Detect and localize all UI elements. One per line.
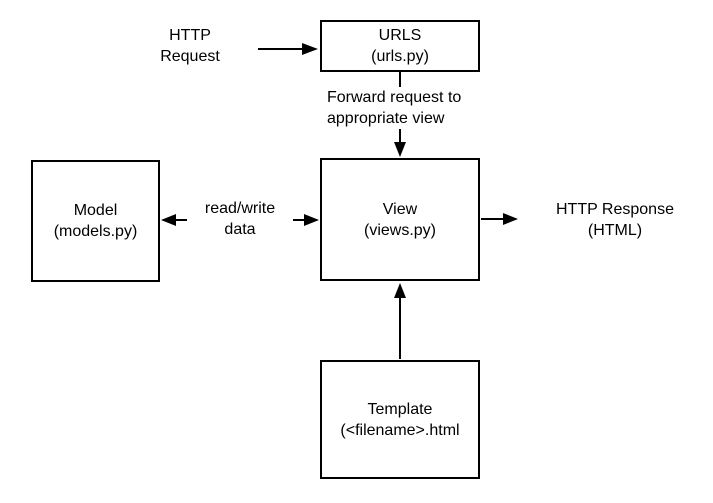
model-box: Model (models.py) xyxy=(31,160,160,282)
arrow-view-to-response xyxy=(481,213,518,225)
http-response-label-line1: HTTP Response xyxy=(556,201,674,218)
forward-request-label-line2: appropriate view xyxy=(327,110,445,127)
read-write-data-label-line2: data xyxy=(224,221,256,238)
read-write-data-label: read/write data xyxy=(187,198,293,240)
urls-box: URLS (urls.py) xyxy=(320,20,480,72)
urls-box-title: URLS xyxy=(378,27,422,44)
model-box-title: Model xyxy=(73,202,118,219)
urls-box-subtitle: (urls.py) xyxy=(371,48,429,65)
view-box: View (views.py) xyxy=(320,158,480,281)
arrow-template-to-view xyxy=(394,283,406,359)
http-response-label: HTTP Response (HTML) xyxy=(534,199,696,241)
view-box-title: View xyxy=(382,200,418,218)
forward-request-label-line1: Forward request to xyxy=(327,89,462,106)
template-box-subtitle: (<filename>.html xyxy=(340,421,460,439)
http-request-label-line1: HTTP xyxy=(169,27,211,44)
arrow-http-request-to-urls xyxy=(258,43,318,55)
template-box: Template (<filename>.html xyxy=(320,360,480,479)
http-request-label-line2: Request xyxy=(160,48,220,65)
template-box-title: Template xyxy=(367,400,433,418)
read-write-data-label-line1: read/write xyxy=(204,200,276,217)
model-box-subtitle: (models.py) xyxy=(53,223,138,240)
http-response-label-line2: (HTML) xyxy=(587,222,643,239)
forward-request-label: Forward request to appropriate view xyxy=(325,87,464,129)
http-request-label: HTTP Request xyxy=(130,25,250,67)
view-box-subtitle: (views.py) xyxy=(363,221,436,239)
